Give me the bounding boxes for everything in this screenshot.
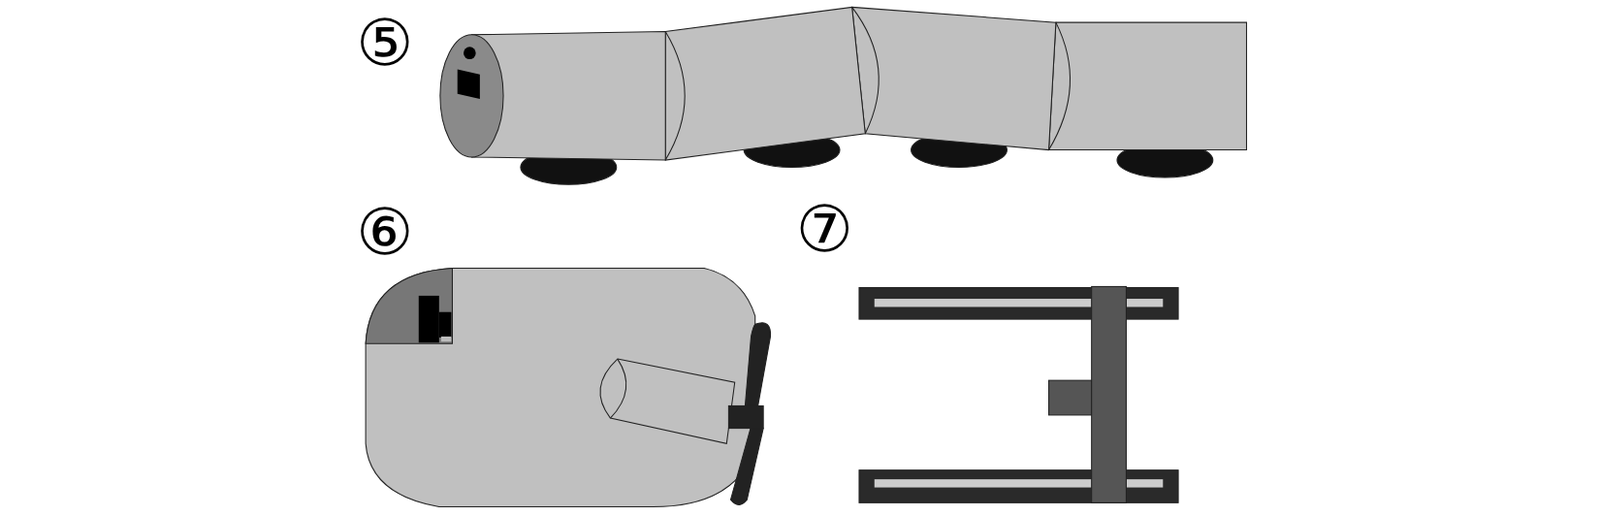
corner-panel [365,268,452,345]
mount-block [441,336,452,342]
mount-block [1049,380,1092,416]
callout-number: ⑦ [796,197,854,262]
joint-seam [852,6,880,133]
motor-housing [600,358,736,444]
rail [859,470,1179,504]
propeller-blade [744,322,770,411]
propeller-blade [731,425,765,505]
mount-block [439,312,452,338]
motor-housing-end [609,358,626,418]
joint-seam [665,32,685,160]
segment [665,6,865,160]
segment [852,6,1056,150]
capsule-robot [365,268,770,508]
callout-number: ⑥ [355,200,414,265]
mount-block [418,295,440,343]
rail [859,287,1179,320]
front-face [440,34,504,158]
u-frame [859,286,1179,503]
segmented-crawler [440,6,1248,185]
segment [1049,22,1248,150]
propeller-hub [728,405,764,428]
callout-number: ⑤ [355,11,414,76]
cross-bar [1091,286,1127,503]
joint-seam [1049,22,1071,150]
camera [457,68,480,98]
capsule-body [365,268,756,508]
sensor-dot [463,46,477,60]
